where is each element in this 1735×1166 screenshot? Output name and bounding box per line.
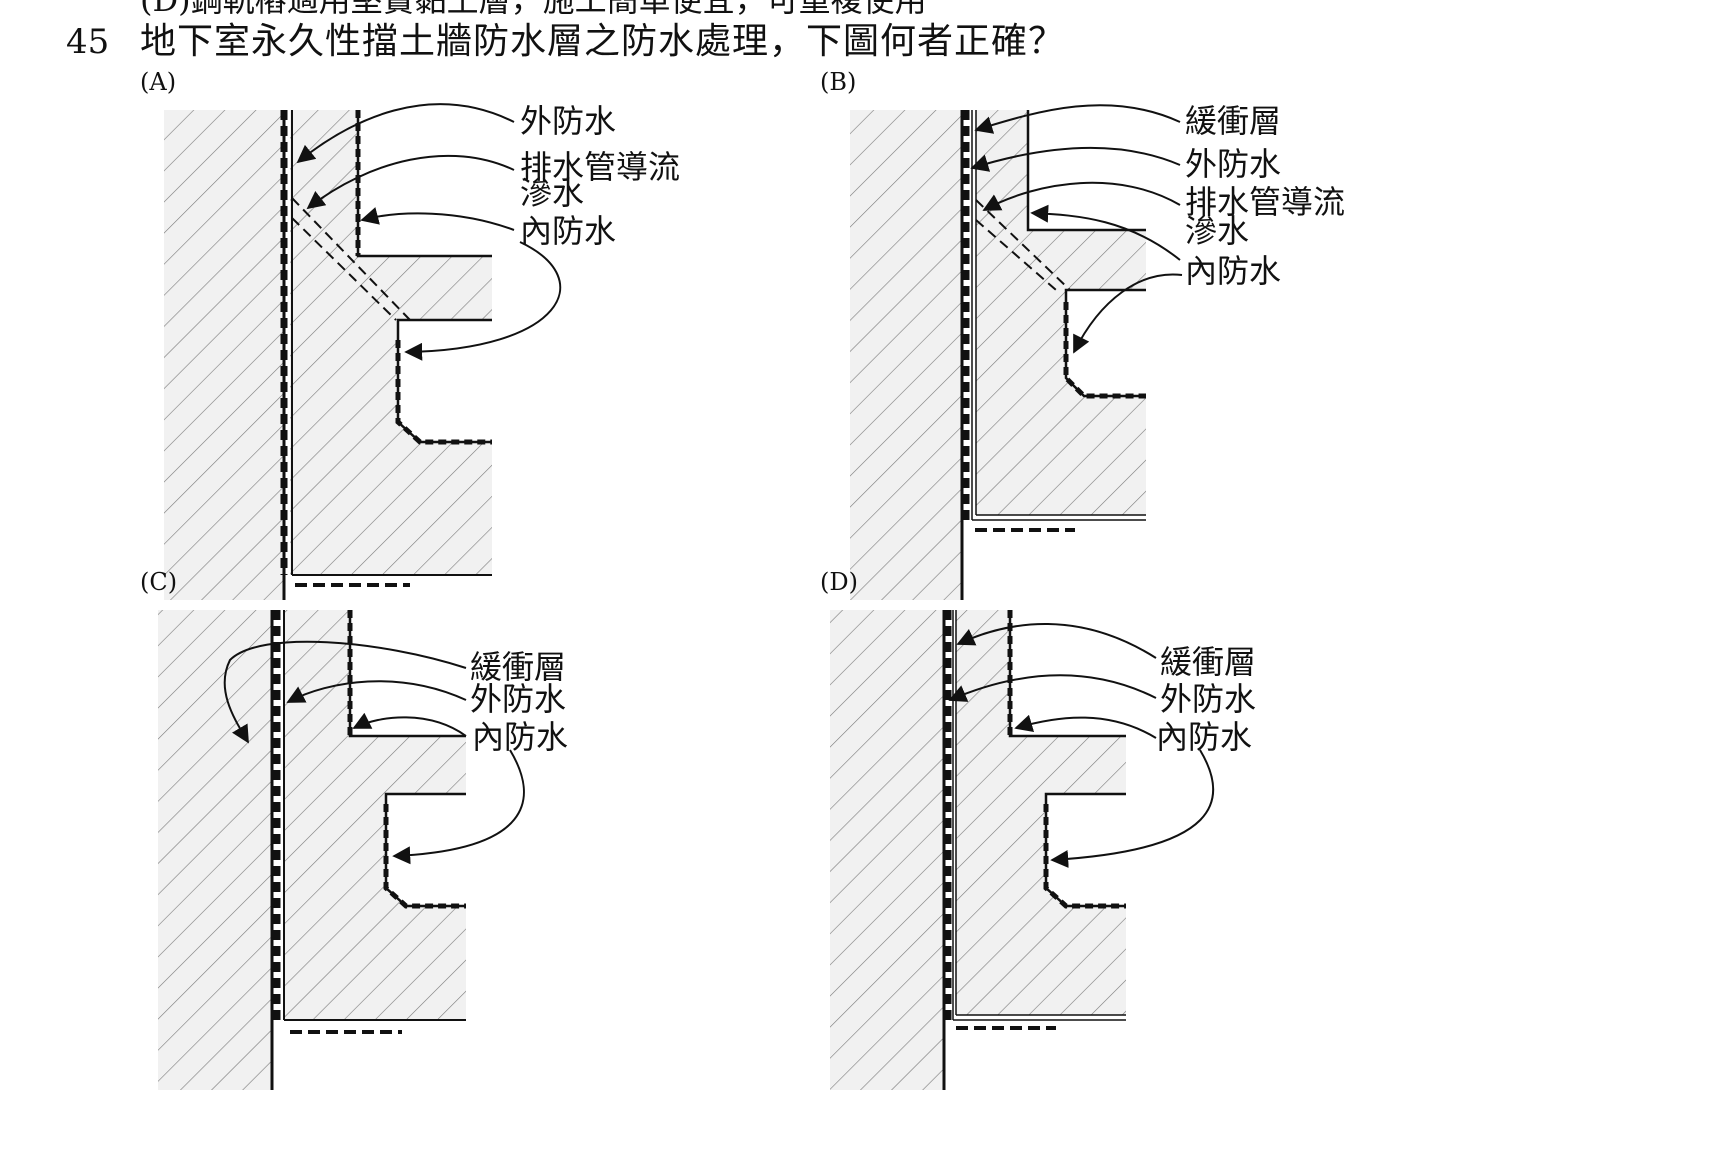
option-c-diagram: 緩衝層 外防水 內防水 — [158, 610, 568, 1090]
soil-mass — [164, 110, 284, 600]
soil-mass — [830, 610, 944, 1090]
option-a-letter: (A) — [140, 68, 177, 96]
option-d-panel[interactable]: (D) 緩衝層 外防水 內防水 — [820, 570, 1680, 1130]
option-b-panel[interactable]: (B) 緩衝層 外防水 排水管導流 滲水 內防水 — [820, 70, 1680, 630]
label-drain-pipe: 排水管導流 — [1185, 183, 1345, 221]
label-outer-waterproofing: 外防水 — [1185, 145, 1281, 183]
question-text: 地下室永久性擋土牆防水層之防水處理，下圖何者正確？ — [140, 21, 1066, 62]
label-outer-waterproofing: 外防水 — [470, 680, 566, 718]
label-buffer-layer: 緩衝層 — [470, 648, 566, 686]
inner-waterproofing — [1063, 302, 1146, 399]
concrete-wall — [284, 610, 466, 1020]
option-c-panel[interactable]: (C) 緩衝層 外防水 內防水 — [140, 570, 1000, 1130]
concrete-wall — [976, 110, 1146, 515]
label-seepage: 滲水 — [520, 174, 584, 212]
label-inner-waterproofing: 內防水 — [520, 212, 616, 250]
label-buffer-layer: 緩衝層 — [1185, 102, 1281, 140]
label-seepage: 滲水 — [1185, 212, 1249, 250]
option-a-panel[interactable]: (A) 外防水 排水管導流 滲水 內防水 — [140, 70, 1000, 630]
label-inner-waterproofing: 內防水 — [1156, 718, 1252, 756]
label-outer-waterproofing: 外防水 — [520, 102, 616, 140]
label-buffer-layer: 緩衝層 — [1160, 643, 1256, 681]
option-a-diagram: 外防水 排水管導流 滲水 內防水 — [164, 102, 680, 600]
option-b-diagram: 緩衝層 外防水 排水管導流 滲水 內防水 — [850, 102, 1345, 600]
soil-mass — [850, 110, 962, 600]
option-b-letter: (B) — [820, 68, 857, 96]
concrete-wall — [290, 110, 492, 575]
option-d-letter: (D) — [820, 568, 858, 596]
label-drain-pipe: 排水管導流 — [520, 148, 680, 186]
label-outer-waterproofing: 外防水 — [1160, 680, 1256, 718]
label-inner-waterproofing: 內防水 — [1185, 252, 1281, 290]
soil-mass — [158, 610, 272, 1090]
drain-pipe — [291, 197, 411, 321]
label-inner-waterproofing: 內防水 — [472, 718, 568, 756]
option-c-letter: (C) — [140, 568, 178, 596]
previous-option-text: (D)鋼軌樁適用堅實黏土層，施工簡單便宜，可重複使用 — [140, 0, 927, 19]
option-d-diagram: 緩衝層 外防水 內防水 — [830, 610, 1256, 1090]
drain-pipe — [975, 199, 1071, 291]
question-number: 45 — [66, 22, 110, 62]
concrete-wall — [956, 610, 1126, 1015]
